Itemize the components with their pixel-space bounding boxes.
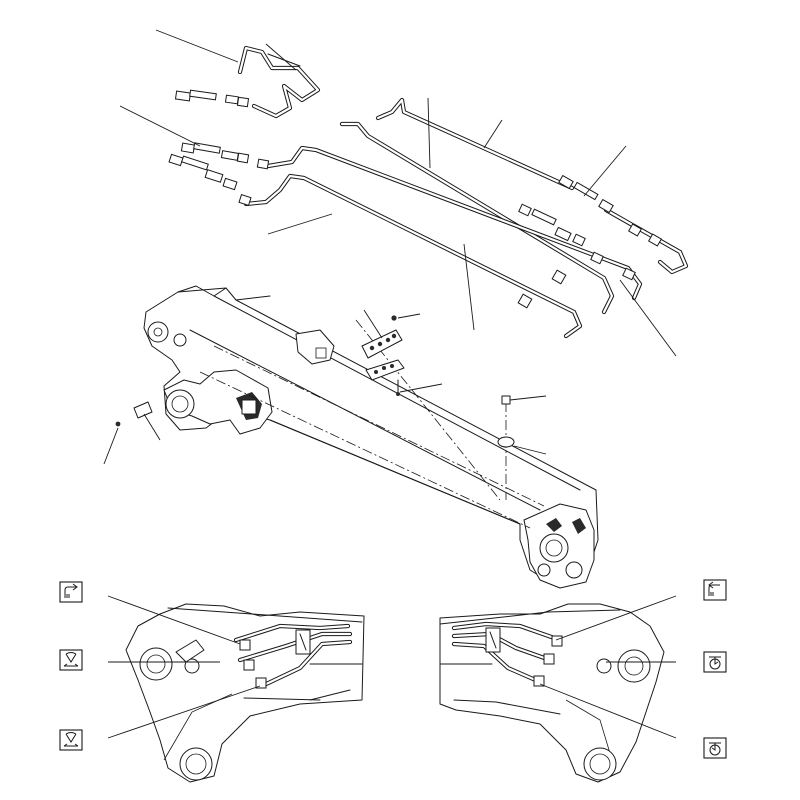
lift-up-arrow-symbol: [59, 581, 83, 603]
leader-lines-top: [119, 29, 677, 357]
hose-fitting-right-3: [517, 269, 567, 309]
pipe-long-b: [339, 121, 615, 315]
tilt-left-symbol: [59, 649, 83, 671]
auxiliary-flow-symbol: [703, 651, 727, 673]
hose-fitting-right-1: [558, 174, 663, 247]
pipe-clamp-upper: [361, 315, 403, 359]
bucket-link-left: [125, 603, 365, 783]
pipe-top-loop: [237, 45, 321, 119]
cylinder-mount: [163, 369, 273, 435]
pipe-long-a: [375, 97, 575, 191]
auxiliary-return-symbol: [703, 737, 727, 759]
boom-assembly: [143, 285, 599, 589]
hose-fitting-left-1: [174, 89, 250, 108]
small-plate-left: [115, 401, 153, 427]
bolt-and-washer: [497, 395, 515, 448]
pipe-clamp-lower: [365, 359, 405, 396]
hose-fitting-right-2: [518, 203, 636, 281]
bucket-link-right: [439, 603, 665, 783]
hose-fitting-left-3: [168, 153, 252, 206]
hose-fitting-left-2: [180, 142, 270, 170]
pipe-long-d: [243, 173, 583, 339]
detail-view-right: [439, 595, 677, 783]
hydraulic-pipe-set: [119, 29, 689, 357]
leader-lines-middle: [103, 309, 547, 465]
pipe-long-c: [265, 145, 643, 301]
lift-down-arrow-symbol: [703, 579, 727, 601]
tilt-right-symbol: [59, 729, 83, 751]
detail-view-left: [107, 595, 365, 783]
